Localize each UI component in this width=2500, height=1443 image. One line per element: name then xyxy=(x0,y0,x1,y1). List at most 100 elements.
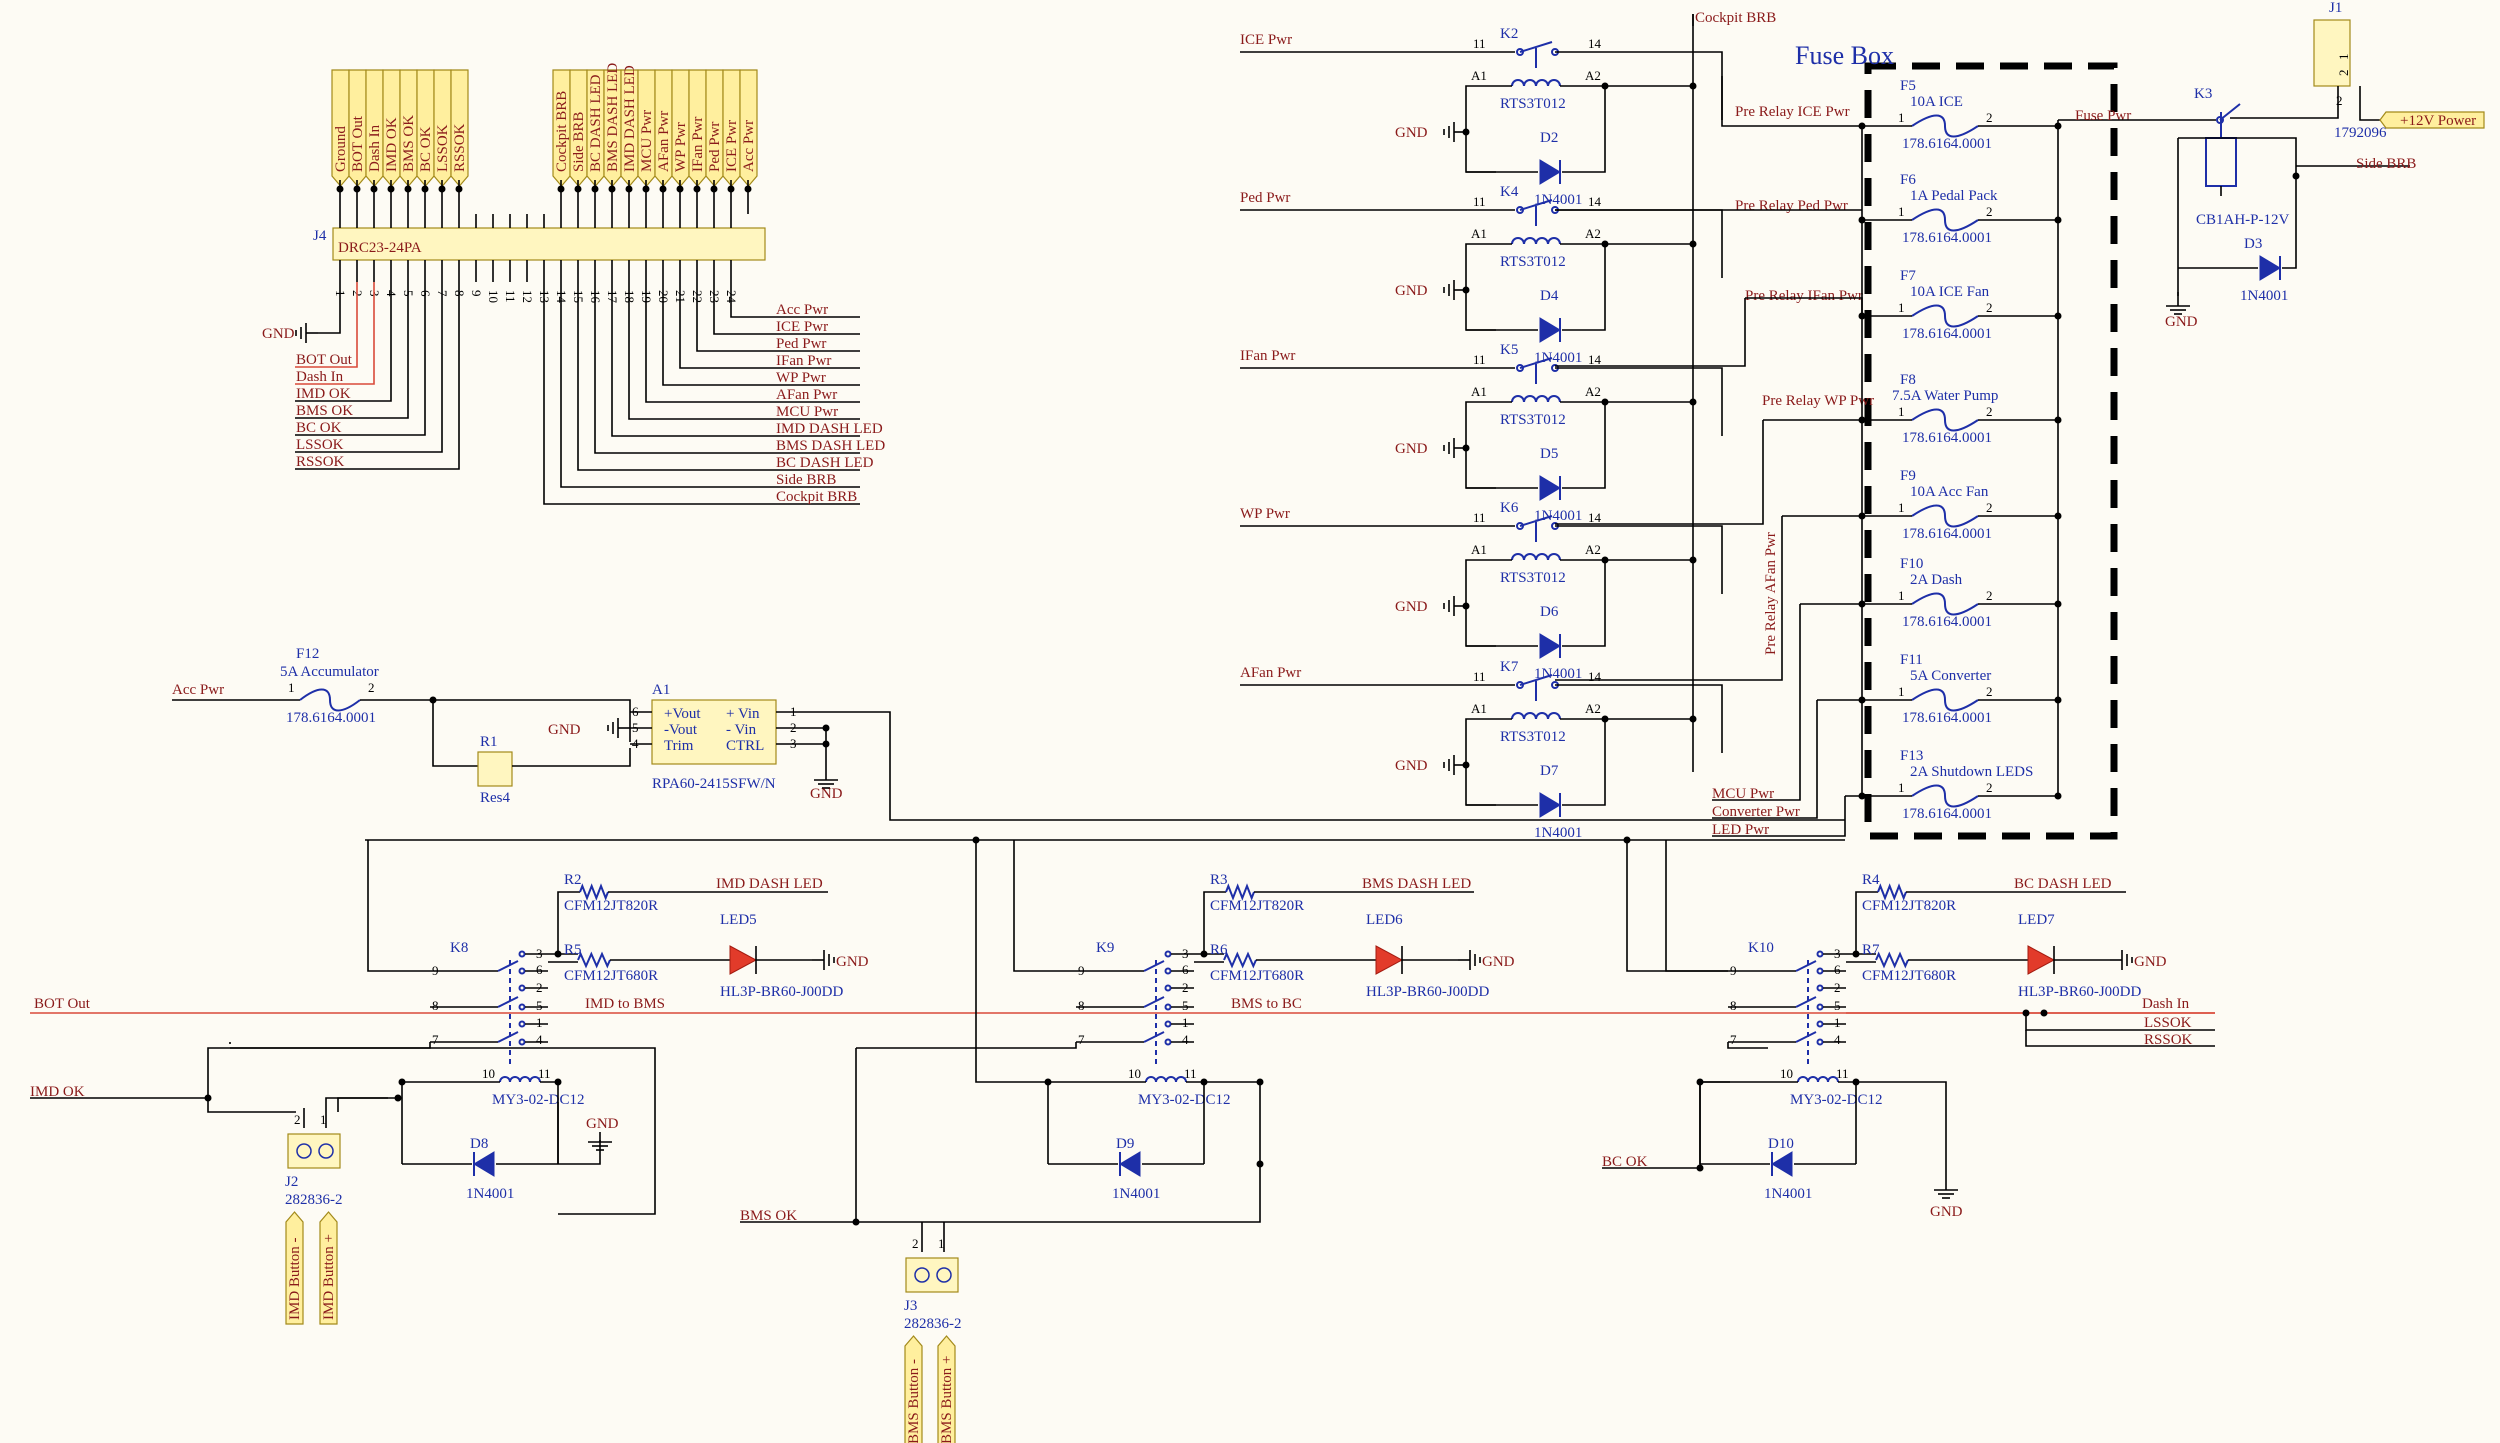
j4-flag-4-label: BMS OK xyxy=(401,115,417,172)
a1-part: RPA60-2415SFW/N xyxy=(652,776,776,792)
fuse-ref-F10: F10 xyxy=(1900,556,1923,572)
fuse-ref-F11: F11 xyxy=(1900,652,1923,668)
relay-diode-D2 xyxy=(1539,159,1561,185)
j4-flag-6 xyxy=(433,69,452,187)
dash-led-part: HL3P-BR60-J00DD xyxy=(720,984,844,1000)
f12-ref: F12 xyxy=(296,646,319,662)
fuse-value-F5: 10A ICE xyxy=(1910,94,1963,110)
k-contact xyxy=(1164,967,1172,975)
wire xyxy=(1795,996,1817,1008)
cockpit-brb-label: Cockpit BRB xyxy=(1695,10,1776,26)
fuse-value-F9: 10A Acc Fan xyxy=(1910,484,1989,500)
k3-diode-ref: D3 xyxy=(2244,236,2262,252)
side-brb-label: Side BRB xyxy=(2356,156,2416,172)
k-pin1: 1 xyxy=(536,1015,543,1030)
j2-flag-0 xyxy=(285,1211,304,1325)
k-contact xyxy=(1816,984,1824,992)
relay-ref-K5: K5 xyxy=(1500,342,1518,358)
dash-led-net: BC DASH LED xyxy=(2014,876,2112,892)
a1-gnd2-label: GND xyxy=(810,786,843,802)
relay-out-wire xyxy=(1555,525,1723,594)
relay-switch-arm xyxy=(1519,199,1553,211)
k-pin7: 7 xyxy=(432,1032,439,1047)
dash-r2 xyxy=(579,883,609,901)
wire xyxy=(2025,1030,2215,1047)
k-pin5: 5 xyxy=(536,998,543,1013)
k-contact xyxy=(518,984,526,992)
fuse-part: 178.6164.0001 xyxy=(1902,230,1992,246)
wire xyxy=(207,1098,296,1113)
fuse-ref-F7: F7 xyxy=(1900,268,1916,284)
j4-net-wire xyxy=(679,282,860,369)
fuse-pin: 1 xyxy=(1898,684,1905,699)
bot-out-label: BOT Out xyxy=(34,996,91,1012)
relay-pin-11: 11 xyxy=(1473,669,1486,684)
junction xyxy=(1462,128,1470,136)
junction xyxy=(1462,444,1470,452)
j4-flag-r-6-label: AFan Pwr xyxy=(656,111,672,172)
relay-diode-D7 xyxy=(1539,792,1561,818)
fuse-pin: 2 xyxy=(1986,300,1993,315)
k-coil-part: MY3-02-DC12 xyxy=(1790,1092,1883,1108)
k-contact xyxy=(1816,1003,1824,1011)
relay-gnd-label: GND xyxy=(1395,283,1428,299)
a1-pin-right: + Vin xyxy=(726,706,760,722)
a1-pin-left: Trim xyxy=(664,738,694,754)
wire xyxy=(1465,85,1490,132)
wire xyxy=(1562,560,1606,647)
wire xyxy=(512,748,631,767)
dash-r2-part: CFM12JT820R xyxy=(564,898,658,914)
relay-pin-14: 14 xyxy=(1588,194,1602,209)
k-coil-K8 xyxy=(499,1076,541,1083)
j3-connector-body xyxy=(905,1257,959,1293)
k-pin11: 11 xyxy=(1184,1066,1197,1081)
fuse-F5 xyxy=(1911,114,1979,138)
j4-net-wire xyxy=(295,282,460,470)
relay-gnd-label: GND xyxy=(1395,441,1428,457)
wire xyxy=(1562,86,1606,173)
f12-p1: 1 xyxy=(288,680,295,695)
j4-net-right-8: BMS DASH LED xyxy=(776,438,885,454)
j4-net-wire xyxy=(295,282,426,436)
dash-diode-ref: D10 xyxy=(1768,1136,1794,1152)
fuse-pin: 2 xyxy=(1986,684,1993,699)
junction xyxy=(2040,1009,2048,1017)
j4-flag-r-9-label: Ped Pwr xyxy=(707,122,723,172)
j4-flag-r-9 xyxy=(705,69,724,187)
dash-r5 xyxy=(1223,951,1257,969)
k-pin6: 6 xyxy=(1182,962,1189,977)
dash-led-LED7 xyxy=(2027,945,2056,975)
f12-val: 5A Accumulator xyxy=(280,664,379,680)
j4-pin-number: 12 xyxy=(520,290,535,303)
k-pin5: 5 xyxy=(1182,998,1189,1013)
k-pin8: 8 xyxy=(1078,998,1085,1013)
relay-pin-14: 14 xyxy=(1588,510,1602,525)
relay-a2: A2 xyxy=(1585,542,1601,557)
dash-diode-ref: D9 xyxy=(1116,1136,1134,1152)
j4-net-wire xyxy=(696,282,860,352)
k-coil-K9 xyxy=(1145,1076,1187,1083)
j4-net-wire xyxy=(295,282,358,368)
j4-net-left-3: BMS OK xyxy=(296,403,353,419)
dash-diode-ref: D8 xyxy=(470,1136,488,1152)
wire xyxy=(1856,1081,1947,1180)
j3-pin xyxy=(936,1267,952,1283)
relay-pin-11: 11 xyxy=(1473,36,1486,51)
relay-pin-14: 14 xyxy=(1588,352,1602,367)
fuse-value-F13: 2A Shutdown LEDS xyxy=(1910,764,2033,780)
fuse-F8 xyxy=(1911,408,1979,432)
wire xyxy=(856,1164,1261,1223)
k-contact xyxy=(518,950,526,958)
relay-diode-D6 xyxy=(1539,633,1561,659)
relay-coil-part: RTS3T012 xyxy=(1500,729,1566,745)
relay-gnd-label: GND xyxy=(1395,599,1428,615)
wire xyxy=(1465,243,1490,290)
bms-ok-label: BMS OK xyxy=(740,1208,797,1224)
j4-net-wire xyxy=(560,282,860,488)
relay-coil-part: RTS3T012 xyxy=(1500,96,1566,112)
wire xyxy=(2230,86,2339,119)
wire xyxy=(1712,796,1846,837)
wire xyxy=(1465,765,1496,806)
relay-pin-14: 14 xyxy=(1588,669,1602,684)
plus12v-flag xyxy=(2379,111,2485,129)
